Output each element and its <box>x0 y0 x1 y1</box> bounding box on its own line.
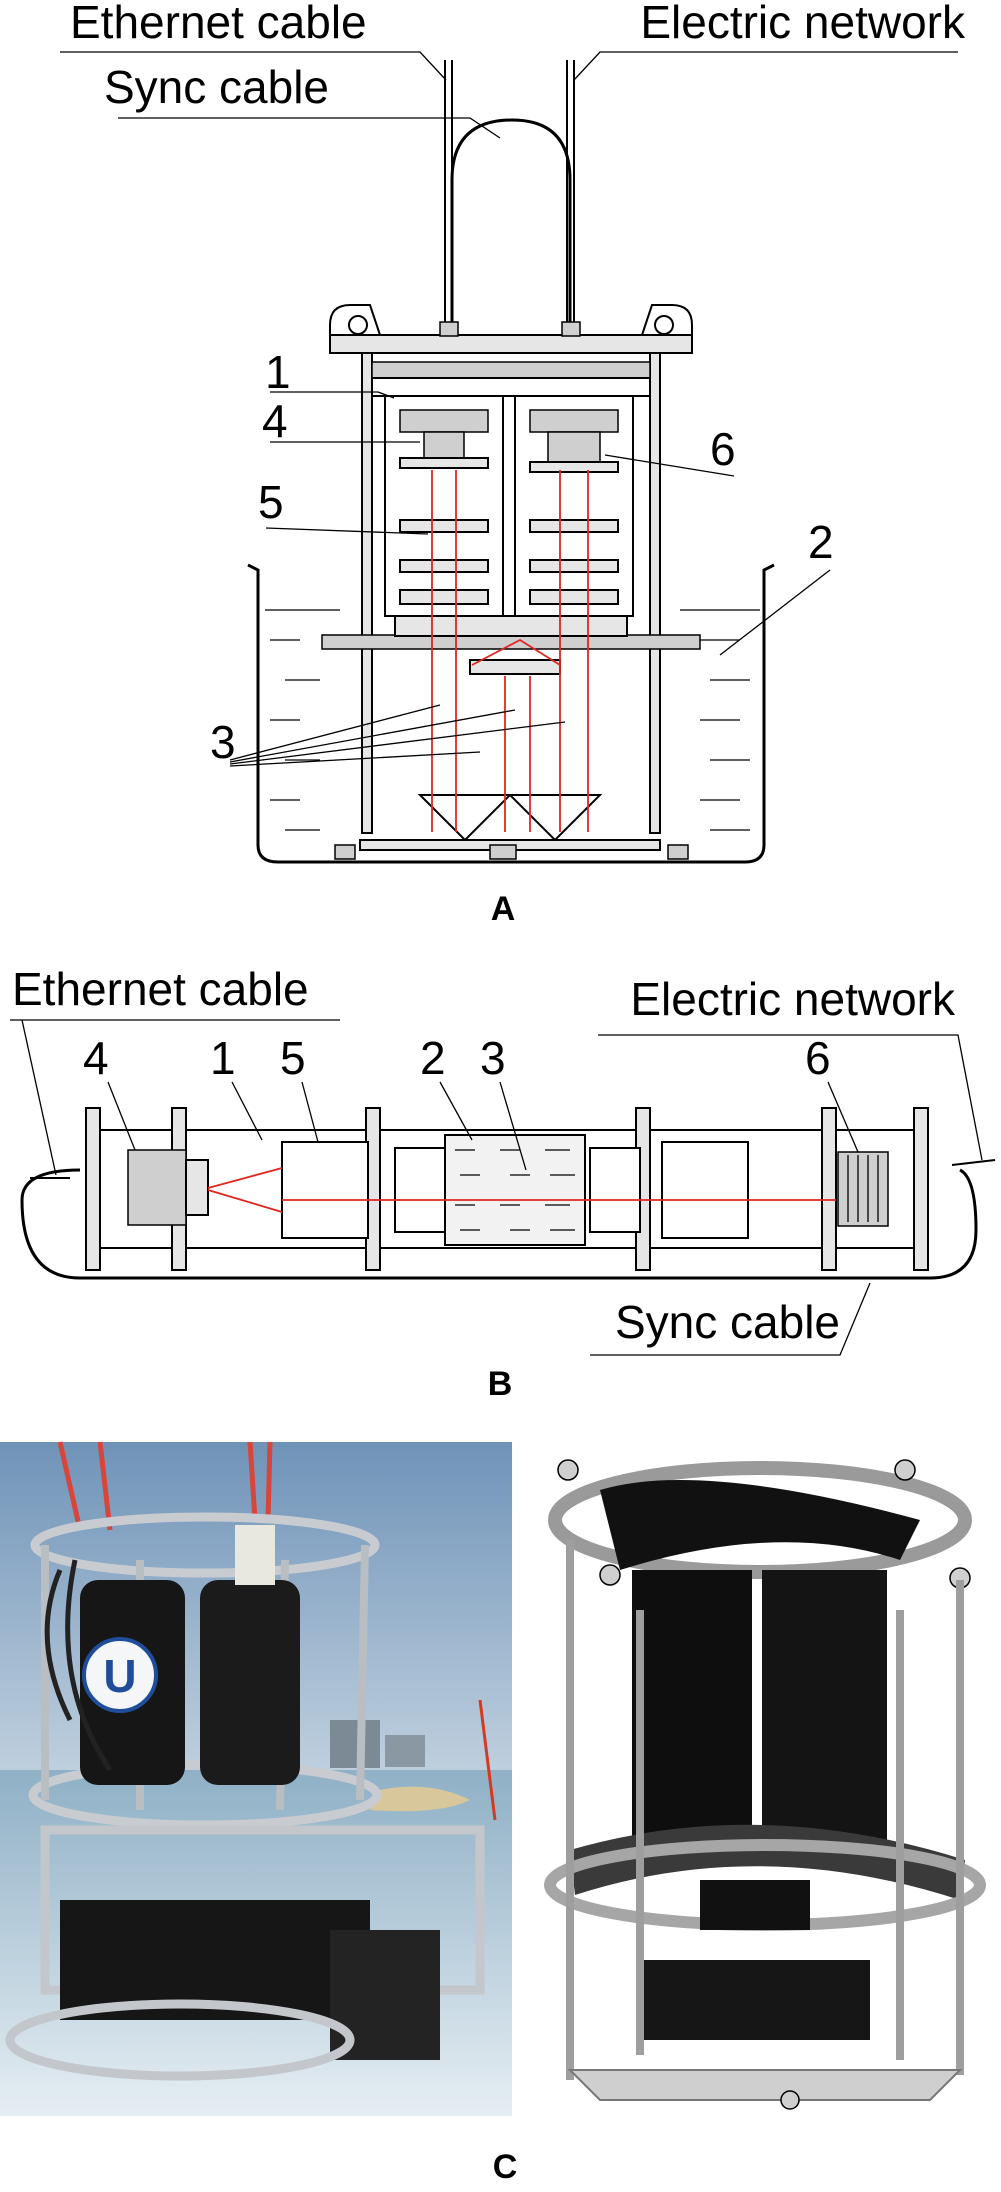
panel-a-title: A <box>491 890 516 928</box>
mirror-holder <box>469 659 561 675</box>
photo-logo-badge <box>82 1637 158 1713</box>
light-beams <box>431 470 589 832</box>
window-shelf <box>321 634 701 650</box>
a-label-1: 1 <box>265 346 291 398</box>
b-sync-cable <box>20 1168 978 1280</box>
panel-c-render <box>520 1442 1001 2116</box>
water-tank <box>247 563 775 864</box>
b-lens-tube-5 <box>281 1141 369 1239</box>
a-sync-label: Sync cable <box>104 61 329 113</box>
b-water-cell-2 <box>444 1134 586 1246</box>
frame-rail-right <box>649 352 661 834</box>
panel-a-diagram <box>60 51 958 864</box>
a-label-3: 3 <box>210 716 236 768</box>
b-detector-6 <box>837 1151 889 1227</box>
panel-b-title: B <box>488 1365 513 1403</box>
b-flange-1 <box>85 1107 101 1271</box>
sync-cable-loop <box>450 118 572 330</box>
b-label-1: 1 <box>210 1032 236 1084</box>
a-label-2: 2 <box>808 516 834 568</box>
reflector-right <box>507 794 603 842</box>
top-plate <box>329 334 693 354</box>
panel-c-title: C <box>493 2148 518 2186</box>
panel-b-diagram <box>10 1019 996 1356</box>
b-ethernet-label: Ethernet cable <box>12 963 309 1015</box>
a-label-5: 5 <box>258 476 284 528</box>
panel-c-photo: U <box>0 1441 512 2116</box>
lug-left-hole <box>348 315 368 335</box>
light-source-4 <box>423 431 465 459</box>
a-electric-label: Electric network <box>640 0 966 48</box>
b-label-4: 4 <box>83 1032 109 1084</box>
detector-6 <box>547 431 601 463</box>
water-surface-pattern <box>265 609 760 831</box>
b-label-5: 5 <box>280 1032 306 1084</box>
b-electric-label: Electric network <box>630 973 956 1025</box>
b-label-6: 6 <box>805 1032 831 1084</box>
a-ethernet-label: Ethernet cable <box>70 0 367 48</box>
b-label-2: 2 <box>420 1032 446 1084</box>
lug-right-hole <box>654 315 674 335</box>
electronics-plate <box>371 361 651 379</box>
a-label-4: 4 <box>262 395 288 447</box>
b-light-source-4 <box>127 1149 187 1226</box>
b-sync-label: Sync cable <box>615 1296 840 1348</box>
reflector-left <box>417 794 513 842</box>
photo-logo-letter: U <box>103 1650 136 1702</box>
b-light-beams <box>207 1167 836 1213</box>
b-label-3: 3 <box>480 1032 506 1084</box>
frame-rail-left <box>361 352 373 834</box>
a-label-6: 6 <box>710 423 736 475</box>
